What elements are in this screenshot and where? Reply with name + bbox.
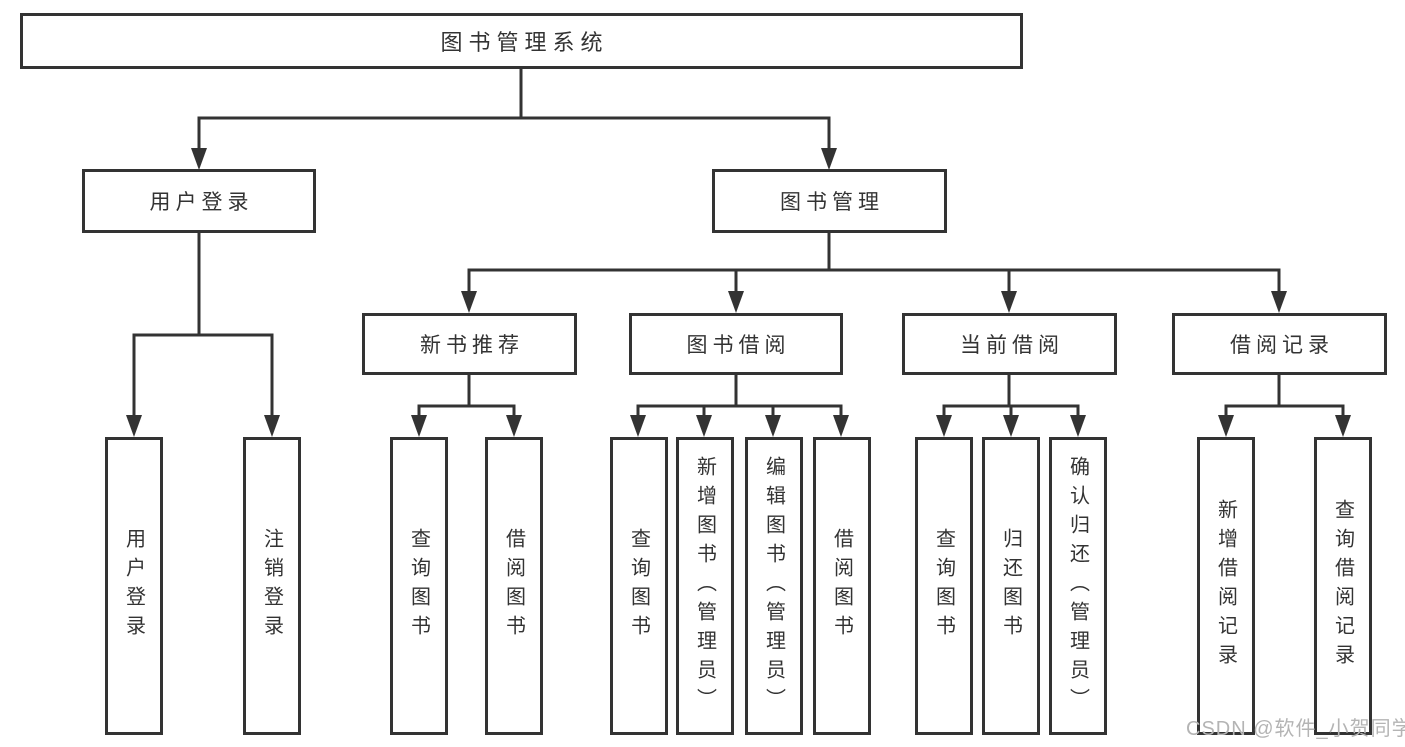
node-label: 借阅记录: [1230, 334, 1334, 357]
arrowhead-icon: [1003, 415, 1019, 437]
leaf-label: 查询图书: [932, 528, 955, 644]
node-user-login: 用户登录: [82, 169, 316, 233]
leaf-return-books: 归还图书: [982, 437, 1040, 735]
node-label: 当前借阅: [960, 334, 1064, 357]
arrowhead-icon: [765, 415, 781, 437]
leaf-query-books-borrow: 查询图书: [610, 437, 668, 735]
node-book-borrow: 图书借阅: [629, 313, 843, 375]
leaf-query-books-current: 查询图书: [915, 437, 973, 735]
arrowhead-icon: [461, 291, 477, 313]
arrowhead-icon: [411, 415, 427, 437]
leaf-label: 确认归还（管理员）: [1066, 455, 1089, 717]
leaf-label: 借阅图书: [830, 528, 853, 644]
leaf-label: 用户登录: [122, 528, 145, 644]
leaf-label: 注销登录: [260, 528, 283, 644]
connector-bookmgmt-bracket: [467, 268, 1281, 296]
arrowhead-icon: [821, 148, 837, 170]
arrowhead-icon: [1218, 415, 1234, 437]
connector-newbook-bracket: [417, 404, 516, 419]
leaf-label: 查询借阅记录: [1331, 499, 1354, 673]
arrowhead-icon: [1271, 291, 1287, 313]
arrowhead-icon: [728, 291, 744, 313]
arrowhead-icon: [126, 415, 142, 437]
node-borrow-records: 借阅记录: [1172, 313, 1387, 375]
leaf-logout: 注销登录: [243, 437, 301, 735]
leaf-borrow-books-recommend: 借阅图书: [485, 437, 543, 735]
node-label: 图书管理: [780, 191, 884, 214]
connector-bookborrow-bracket: [636, 404, 843, 419]
node-label: 用户登录: [149, 191, 254, 214]
leaf-label: 查询图书: [627, 528, 650, 644]
leaf-query-borrow-record: 查询借阅记录: [1314, 437, 1372, 735]
leaf-borrow-books: 借阅图书: [813, 437, 871, 735]
leaf-edit-books-admin: 编辑图书（管理员）: [745, 437, 803, 735]
arrowhead-icon: [191, 148, 207, 170]
node-label: 新书推荐: [420, 334, 524, 357]
leaf-label: 借阅图书: [502, 528, 525, 644]
arrowhead-icon: [1070, 415, 1086, 437]
csdn-watermark: CSDN @软件_小贺同学: [1186, 718, 1405, 740]
leaf-confirm-return-admin: 确认归还（管理员）: [1049, 437, 1107, 735]
arrowhead-icon: [630, 415, 646, 437]
node-new-book-recommend: 新书推荐: [362, 313, 577, 375]
leaf-label: 新增借阅记录: [1214, 499, 1237, 673]
leaf-label: 编辑图书（管理员）: [762, 455, 785, 717]
leaf-label: 归还图书: [999, 528, 1022, 644]
leaf-user-login: 用户登录: [105, 437, 163, 735]
node-book-management: 图书管理: [712, 169, 947, 233]
leaf-add-borrow-record: 新增借阅记录: [1197, 437, 1255, 735]
arrowhead-icon: [1001, 291, 1017, 313]
connector-userlogin-bracket: [132, 333, 274, 419]
node-current-borrow: 当前借阅: [902, 313, 1117, 375]
arrowhead-icon: [936, 415, 952, 437]
connector-root-bracket: [197, 116, 831, 152]
leaf-label: 新增图书（管理员）: [693, 455, 716, 717]
leaf-query-books-recommend: 查询图书: [390, 437, 448, 735]
arrowhead-icon: [696, 415, 712, 437]
arrowhead-icon: [1335, 415, 1351, 437]
leaf-add-books-admin: 新增图书（管理员）: [676, 437, 734, 735]
leaf-label: 查询图书: [407, 528, 430, 644]
connector-records-bracket: [1224, 404, 1345, 419]
node-root-label: 图书管理系统: [440, 30, 609, 55]
arrowhead-icon: [506, 415, 522, 437]
node-root-system: 图书管理系统: [20, 13, 1023, 69]
node-label: 图书借阅: [686, 334, 791, 357]
arrowhead-icon: [264, 415, 280, 437]
arrowhead-icon: [833, 415, 849, 437]
